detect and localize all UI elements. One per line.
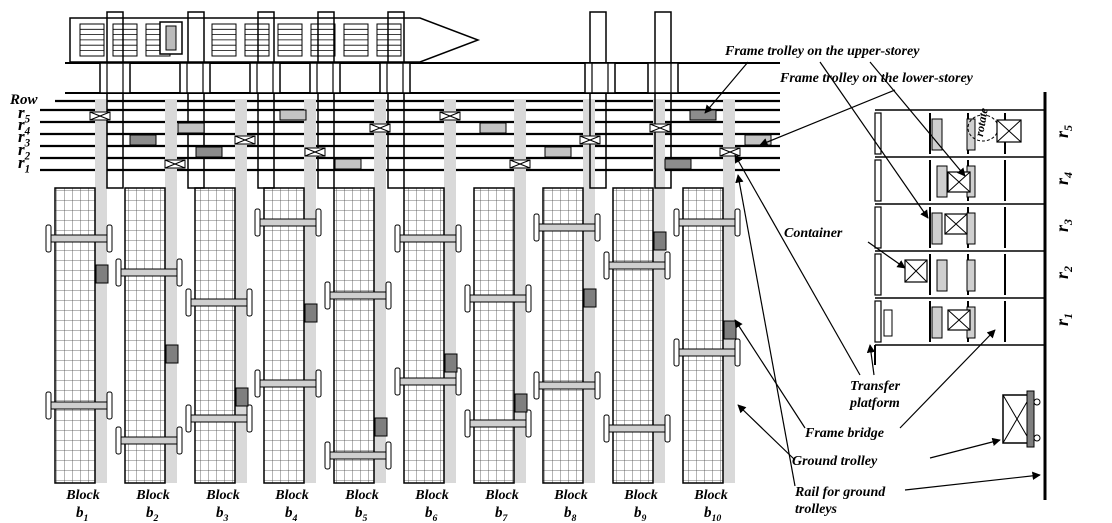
frame-bridge [49,402,107,409]
ground-trolley [724,321,736,339]
callout-rail-1: Rail for ground [794,485,886,500]
frame-bridge [258,380,316,387]
callout-upper-trolley: Frame trolley on the upper-storey [724,44,920,59]
block-labels: Block b1 Block b2 Block b3 Block b4 Block b5 Block… [65,488,727,523]
frame-bridge [398,378,456,385]
ground-trolley [305,304,317,322]
side-row-labels: r5 r4 r3 r2 r1 [1052,125,1075,326]
frame-bridge [468,295,526,302]
side-row-label: r4 [1052,172,1075,185]
ground-trolley [515,394,527,412]
ground-trolley [584,289,596,307]
frame-bridge [468,420,526,427]
storage-block [474,188,514,483]
block-label: Block [274,488,308,503]
block-label: Block [414,488,448,503]
ground-trolley [375,418,387,436]
block-id-label: b8 [564,505,577,523]
callout-transfer-2: platform [849,396,900,411]
block-id-label: b9 [634,505,647,523]
block-id-label: b6 [425,505,438,523]
storage-blocks [46,188,740,483]
rotate-label: rotate [972,106,991,137]
frame-bridge [119,269,177,276]
callout-rail-2: trolleys [795,502,838,517]
frame-bridge [258,219,316,226]
callout-ground-trolley: Ground trolley [792,454,878,469]
block-id-label: b10 [704,505,721,523]
storage-block [264,188,304,483]
ground-trolley [445,354,457,372]
side-row-label: r2 [1052,266,1075,279]
storage-block [195,188,235,483]
block-label: Block [484,488,518,503]
block-label: Block [553,488,587,503]
frame-bridge [677,349,735,356]
frame-trolleys [90,110,771,169]
storage-block [613,188,653,483]
storage-block [334,188,374,483]
ground-trolley [654,232,666,250]
storage-block [543,188,583,483]
block-id-label: b4 [285,505,298,523]
block-label: Block [693,488,727,503]
block-label: Block [205,488,239,503]
block-label: Block [344,488,378,503]
frame-bridge [119,437,177,444]
frame-bridge [537,382,595,389]
callout-container: Container [784,226,843,241]
ground-trolley [236,388,248,406]
callout-frame-bridge: Frame bridge [804,426,884,441]
frame-bridge [607,262,665,269]
block-id-label: b1 [76,505,88,523]
storage-block [404,188,444,483]
frame-bridge [677,219,735,226]
block-id-label: b5 [355,505,368,523]
frame-bridge [537,224,595,231]
storage-block [55,188,95,483]
block-id-label: b2 [146,505,159,523]
side-view: rotate [875,92,1045,500]
frame-bridge [49,235,107,242]
side-row-label: r3 [1052,219,1075,232]
storage-block [683,188,723,483]
ground-trolley [96,265,108,283]
frame-bridge [398,235,456,242]
block-id-label: b3 [216,505,229,523]
side-row-label: r1 [1052,313,1075,326]
frame-bridge [189,415,247,422]
block-label: Block [623,488,657,503]
callout-lower-trolley: Frame trolley on the lower-storey [779,71,974,86]
ground-trolley [166,345,178,363]
block-label: Block [135,488,169,503]
frame-bridge [607,425,665,432]
ground-trolley-icon [1003,391,1040,447]
callout-transfer-1: Transfer [850,379,901,394]
frame-bridge [328,452,386,459]
block-id-label: b7 [495,505,509,523]
side-row-label: r5 [1052,125,1075,138]
frame-bridge [328,292,386,299]
block-label: Block [65,488,99,503]
frame-bridge [189,299,247,306]
